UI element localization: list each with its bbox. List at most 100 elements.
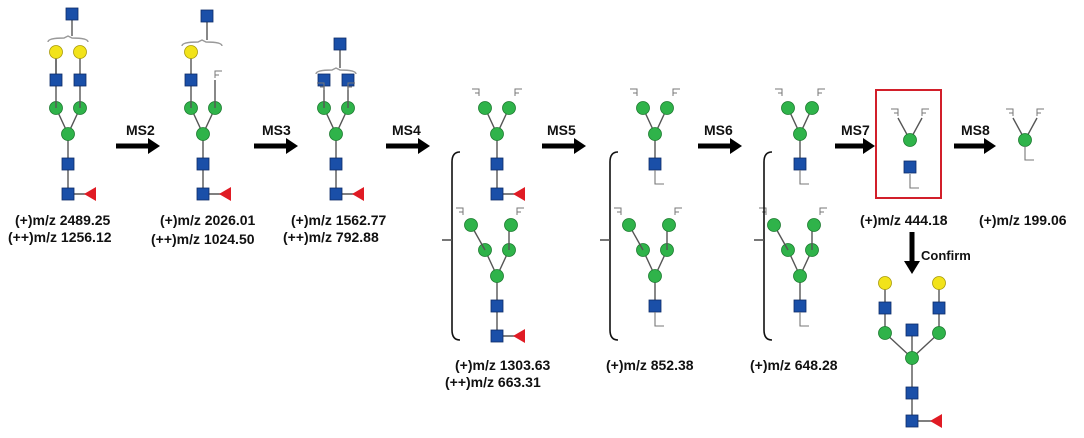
cleaved-bond-mark <box>819 207 827 215</box>
mannose-circle-icon <box>878 326 892 340</box>
mannose-circle-icon <box>478 101 492 115</box>
step-label-ms2: MS2 <box>126 122 155 138</box>
galactose-circle-icon <box>184 45 198 59</box>
glcnac-square-icon <box>73 73 87 87</box>
isomer-bracket <box>451 151 461 341</box>
step-label-ms4: MS4 <box>392 122 421 138</box>
mannose-circle-icon <box>793 127 807 141</box>
reducing-end-mark <box>799 312 809 327</box>
glcnac-square-icon <box>196 157 210 171</box>
step-label-ms3: MS3 <box>262 122 291 138</box>
mass-label-g8-single: (+)m/z 199.06 <box>979 212 1067 228</box>
fucose-triangle-icon <box>84 187 96 201</box>
mannose-circle-icon <box>793 269 807 283</box>
glcnac-square-icon <box>648 299 662 313</box>
cleaved-bond-mark <box>1036 108 1044 116</box>
mannose-circle-icon <box>61 127 75 141</box>
cleaved-bond-mark <box>614 207 622 215</box>
mass-label-g2-single: (+)m/z 2026.01 <box>160 212 256 228</box>
cleaved-bond-mark <box>1006 108 1014 116</box>
mannose-circle-icon <box>504 218 518 232</box>
antenna-brace <box>315 67 357 75</box>
glcnac-square-icon <box>333 37 347 51</box>
galactose-circle-icon <box>73 45 87 59</box>
cleaved-bond-mark <box>674 207 682 215</box>
mannose-circle-icon <box>805 101 819 115</box>
reducing-end-mark <box>1024 146 1034 161</box>
glcnac-square-icon <box>200 9 214 23</box>
mass-label-g7-single: (+)m/z 444.18 <box>860 212 948 228</box>
glcnac-square-icon <box>329 187 343 201</box>
mannose-circle-icon <box>903 133 917 147</box>
glcnac-square-icon <box>905 323 919 337</box>
mass-label-g3-single: (+)m/z 1562.77 <box>291 212 387 228</box>
glcnac-square-icon <box>196 187 210 201</box>
mannose-circle-icon <box>648 127 662 141</box>
fragment-arrow-head <box>286 138 298 154</box>
cleaved-bond-mark <box>317 82 325 90</box>
mass-label-g4-single: (+)m/z 1303.63 <box>455 357 551 373</box>
antenna-brace <box>181 39 223 47</box>
glcnac-square-icon <box>65 7 79 21</box>
mannose-circle-icon <box>660 101 674 115</box>
galactose-circle-icon <box>878 276 892 290</box>
mannose-circle-icon <box>464 218 478 232</box>
fragment-arrow-head <box>418 138 430 154</box>
fucose-triangle-icon <box>219 187 231 201</box>
cleaved-bond-mark <box>514 88 522 96</box>
reducing-end-mark <box>654 170 664 185</box>
cleaved-bond-mark <box>456 207 464 215</box>
mass-label-g1-double: (++)m/z 1256.12 <box>8 229 112 245</box>
mannose-circle-icon <box>329 127 343 141</box>
fucose-triangle-icon <box>513 187 525 201</box>
glcnac-square-icon <box>49 73 63 87</box>
glcnac-square-icon <box>905 386 919 400</box>
mass-label-g6-single: (+)m/z 648.28 <box>750 357 838 373</box>
mannose-circle-icon <box>502 101 516 115</box>
mannose-circle-icon <box>905 351 919 365</box>
mannose-circle-icon <box>781 101 795 115</box>
fucose-triangle-icon <box>352 187 364 201</box>
mannose-circle-icon <box>636 101 650 115</box>
mass-label-g3-double: (++)m/z 792.88 <box>283 229 379 245</box>
cleaved-bond-mark <box>817 88 825 96</box>
fragment-arrow-head <box>730 138 742 154</box>
glcnac-square-icon <box>61 157 75 171</box>
cleaved-bond-mark <box>759 207 767 215</box>
fragment-arrow-head <box>574 138 586 154</box>
cleaved-bond-mark <box>891 108 899 116</box>
mannose-circle-icon <box>662 218 676 232</box>
mannose-circle-icon <box>1018 133 1032 147</box>
mannose-circle-icon <box>807 218 821 232</box>
fragment-arrow-head <box>863 138 875 154</box>
glcnac-square-icon <box>490 157 504 171</box>
mannose-circle-icon <box>622 218 636 232</box>
isomer-bracket <box>609 151 619 341</box>
cleaved-bond-mark <box>672 88 680 96</box>
fragment-arrow-head <box>984 138 996 154</box>
glcnac-square-icon <box>793 299 807 313</box>
mass-label-g2-double: (++)m/z 1024.50 <box>151 231 255 247</box>
mannose-circle-icon <box>932 326 946 340</box>
galactose-circle-icon <box>49 45 63 59</box>
glcnac-square-icon <box>184 73 198 87</box>
glcnac-square-icon <box>793 157 807 171</box>
mannose-circle-icon <box>490 127 504 141</box>
step-label-ms8: MS8 <box>961 122 990 138</box>
step-label-ms6: MS6 <box>704 122 733 138</box>
fragment-arrow-head <box>148 138 160 154</box>
confirm-arrow-head <box>904 261 920 274</box>
mass-label-g5-single: (+)m/z 852.38 <box>606 357 694 373</box>
step-label-ms5: MS5 <box>547 122 576 138</box>
cleaved-bond-mark <box>516 207 524 215</box>
glcnac-square-icon <box>61 187 75 201</box>
glcnac-square-icon <box>878 301 892 315</box>
galactose-circle-icon <box>932 276 946 290</box>
cleaved-bond-mark <box>921 108 929 116</box>
fucose-triangle-icon <box>513 329 525 343</box>
cleaved-bond-mark <box>630 88 638 96</box>
mannose-circle-icon <box>196 127 210 141</box>
reducing-end-mark <box>654 312 664 327</box>
glcnac-square-icon <box>932 301 946 315</box>
